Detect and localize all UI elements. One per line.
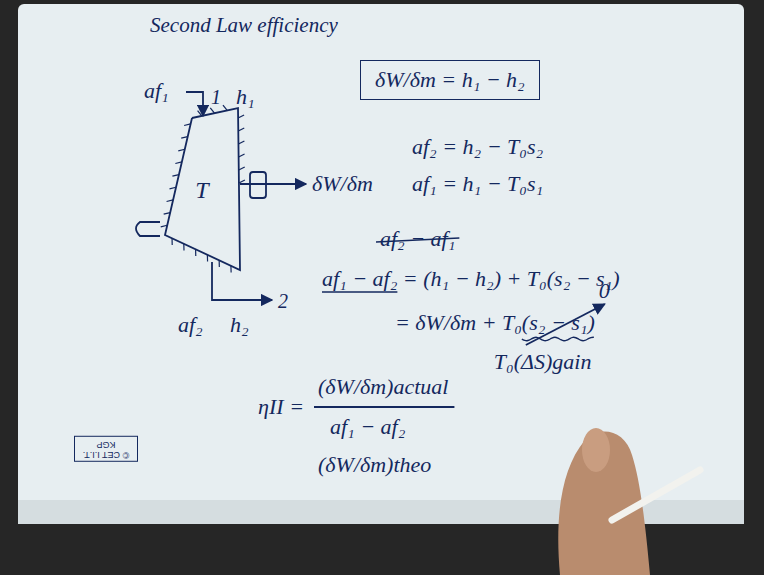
wavy-underline xyxy=(522,337,594,341)
annotation: T₀(ΔS)gain xyxy=(494,349,592,375)
shaft-right xyxy=(250,172,266,198)
hatch-mark xyxy=(239,167,245,170)
hatch-mark xyxy=(239,180,245,183)
hatch-mark xyxy=(223,105,227,110)
pen xyxy=(612,470,700,520)
shaft-left xyxy=(136,222,160,236)
hatch-mark xyxy=(181,137,188,139)
hatch-mark xyxy=(184,124,191,126)
struck-equation: af₂ − af₁ xyxy=(380,226,455,252)
work-label: δW/δm xyxy=(312,171,373,197)
state-number: 2 xyxy=(278,288,288,314)
equation: af₂ = h₂ − T₀s₂ xyxy=(412,134,543,160)
hatch-mark xyxy=(198,111,202,116)
work-arrow xyxy=(240,183,306,185)
node-text: T xyxy=(195,176,208,205)
node-text: δW/δm = h₁ − h₂ xyxy=(375,67,525,93)
fraction-bar xyxy=(314,406,454,408)
equation: af₁ = h₁ − T₀s₁ xyxy=(412,171,543,197)
flow-label: h₂ xyxy=(230,312,249,338)
hatch-mark xyxy=(171,238,172,245)
outlet-line xyxy=(212,262,272,300)
hatch-mark xyxy=(230,266,231,273)
flow-label: h₁ xyxy=(236,84,255,110)
hatch-mark xyxy=(161,225,168,227)
hatch-mark xyxy=(238,141,244,144)
hatch-mark xyxy=(207,255,208,262)
hatch-mark xyxy=(175,162,182,164)
paper xyxy=(18,4,744,524)
flow-label: af₁ xyxy=(144,78,169,104)
hatch-mark xyxy=(219,260,220,267)
fraction-denominator: af₁ − af₂ xyxy=(330,414,405,440)
fraction-numerator: (δW/δm)actual xyxy=(318,374,448,400)
equation: = δW/δm + T₀(s₂ − s₁) xyxy=(395,310,595,336)
hatch-mark xyxy=(164,213,171,215)
thumb xyxy=(582,428,610,472)
hatch-mark xyxy=(210,108,214,113)
hatch-mark xyxy=(238,115,244,118)
annotations xyxy=(314,238,605,407)
equation: af₁ − af₂ = (h₁ − h₂) + T₀(s₂ − s₁) xyxy=(322,266,620,292)
title: Second Law efficiency xyxy=(150,12,338,38)
state-number: 1 xyxy=(211,84,221,110)
flow-label: af₂ xyxy=(178,312,203,338)
hatch-mark xyxy=(195,249,196,256)
annotation: 0 xyxy=(599,278,610,304)
stamp-text: © CET I.I.T. KGP xyxy=(77,439,135,459)
hatch-mark xyxy=(169,187,176,189)
turbine-casing xyxy=(165,108,240,270)
hatch-mark xyxy=(183,244,184,251)
copyright-stamp: © CET I.I.T. KGP xyxy=(74,436,138,462)
boxed-equation: δW/δm = h₁ − h₂ xyxy=(360,60,540,100)
hatch-mark xyxy=(238,128,244,131)
equation: (δW/δm)theo xyxy=(318,452,431,478)
hatch-mark xyxy=(172,175,179,177)
hatch-mark xyxy=(167,200,174,202)
inlet-line xyxy=(186,92,203,116)
hatch-mark xyxy=(178,149,185,151)
hatch-mark xyxy=(239,154,245,157)
turbine: T xyxy=(158,104,246,276)
equation: ηII = xyxy=(258,394,304,420)
underline xyxy=(322,291,397,293)
